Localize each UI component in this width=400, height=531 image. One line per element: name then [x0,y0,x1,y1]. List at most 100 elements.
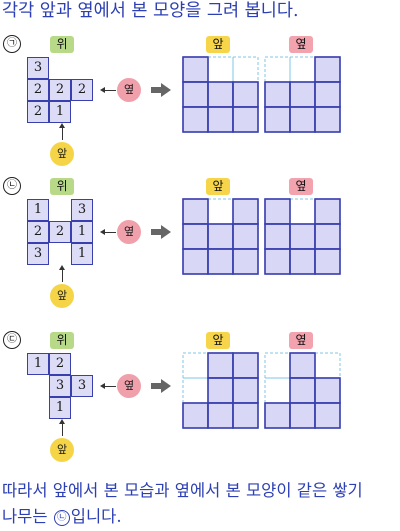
side-direction-marker: 옆 [117,78,141,102]
side-arrow [100,383,116,389]
view-filled-cell [232,81,259,108]
view-empty-cell [182,377,209,404]
view-filled-cell [264,402,291,429]
top-view-cell: 2 [49,221,71,243]
top-view-cell: 2 [71,79,93,101]
top-view-cell: 2 [27,221,49,243]
view-cell-border [232,106,259,133]
view-filled-cell [207,402,234,429]
view-filled-cell [182,248,209,275]
conclusion-text-a: 나무는 [2,507,53,526]
conclusion-text-b: 입니다. [70,507,122,526]
top-view-cell: 3 [71,199,93,221]
view-filled-cell [314,223,341,250]
side-direction-marker: 옆 [117,220,141,244]
view-filled-cell [289,248,316,275]
side-view-label: 옆 [289,332,313,349]
side-arrow [100,87,116,93]
conclusion-line-1: 따라서 앞에서 본 모습과 옆에서 본 모양이 같은 쌓기 [2,481,363,500]
answer-marker: ㉡ [53,510,70,526]
top-view-cell: 3 [27,243,49,265]
view-filled-cell [232,106,259,133]
view-filled-cell [182,106,209,133]
top-view-cell: 1 [27,353,49,375]
front-direction-marker: 앞 [50,142,74,166]
view-empty-cell [264,56,291,83]
problem-marker-2: ㉡ [3,177,21,195]
top-view-cell: 3 [71,375,93,397]
view-filled-cell [232,198,259,225]
top-view-cell: 2 [49,79,71,101]
side-view-drawing [264,56,341,133]
side-arrow [100,229,116,235]
view-cell-border [314,248,341,275]
view-filled-cell [232,223,259,250]
view-filled-cell [207,352,234,379]
view-filled-cell [264,223,291,250]
view-filled-cell [232,402,259,429]
top-view-cell: 2 [49,353,71,375]
side-view-drawing [264,198,341,275]
view-cell-border [314,106,341,133]
side-view-label: 옆 [289,178,313,195]
instruction-title: 각각 앞과 옆에서 본 모양을 그려 봅니다. [2,1,299,21]
problem-marker-3: ㉢ [3,331,21,349]
view-filled-cell [182,81,209,108]
front-arrow [59,419,65,436]
front-direction-marker: 앞 [50,284,74,308]
view-filled-cell [289,402,316,429]
view-empty-cell [207,198,234,225]
top-view-cell: 1 [71,221,93,243]
view-filled-cell [207,377,234,404]
view-filled-cell [232,352,259,379]
front-arrow [59,265,65,282]
front-arrow [59,123,65,140]
front-view-label: 앞 [206,178,230,195]
view-filled-cell [182,223,209,250]
view-filled-cell [314,377,341,404]
view-cell-border [314,402,341,429]
view-empty-cell [264,377,291,404]
view-filled-cell [289,223,316,250]
view-empty-cell [264,352,291,379]
view-filled-cell [232,248,259,275]
top-view-cell: 2 [27,101,49,123]
front-view-drawing [182,352,259,429]
view-empty-cell [314,352,341,379]
view-empty-cell [182,352,209,379]
view-filled-cell [289,106,316,133]
front-view-label: 앞 [206,332,230,349]
view-empty-cell [232,56,259,83]
view-filled-cell [314,81,341,108]
view-filled-cell [264,106,291,133]
result-arrow-icon [151,83,171,97]
view-filled-cell [289,352,316,379]
front-view-drawing [182,198,259,275]
front-view-label: 앞 [206,36,230,53]
view-filled-cell [314,402,341,429]
result-arrow-icon [151,225,171,239]
view-filled-cell [182,198,209,225]
view-filled-cell [264,81,291,108]
view-filled-cell [182,402,209,429]
top-view-label: 위 [50,332,74,349]
view-filled-cell [289,81,316,108]
side-view-label: 옆 [289,36,313,53]
side-direction-marker: 옆 [117,374,141,398]
front-view-drawing [182,56,259,133]
view-filled-cell [207,248,234,275]
view-filled-cell [207,106,234,133]
front-direction-marker: 앞 [50,438,74,462]
top-view-cell: 1 [49,397,71,419]
view-empty-cell [289,56,316,83]
top-view-label: 위 [50,36,74,53]
top-view-cell: 1 [49,101,71,123]
top-view-cell: 3 [49,375,71,397]
view-filled-cell [314,248,341,275]
side-view-drawing [264,352,341,429]
top-view-label: 위 [50,178,74,195]
top-view-cell: 1 [71,243,93,265]
view-filled-cell [264,248,291,275]
view-filled-cell [289,377,316,404]
